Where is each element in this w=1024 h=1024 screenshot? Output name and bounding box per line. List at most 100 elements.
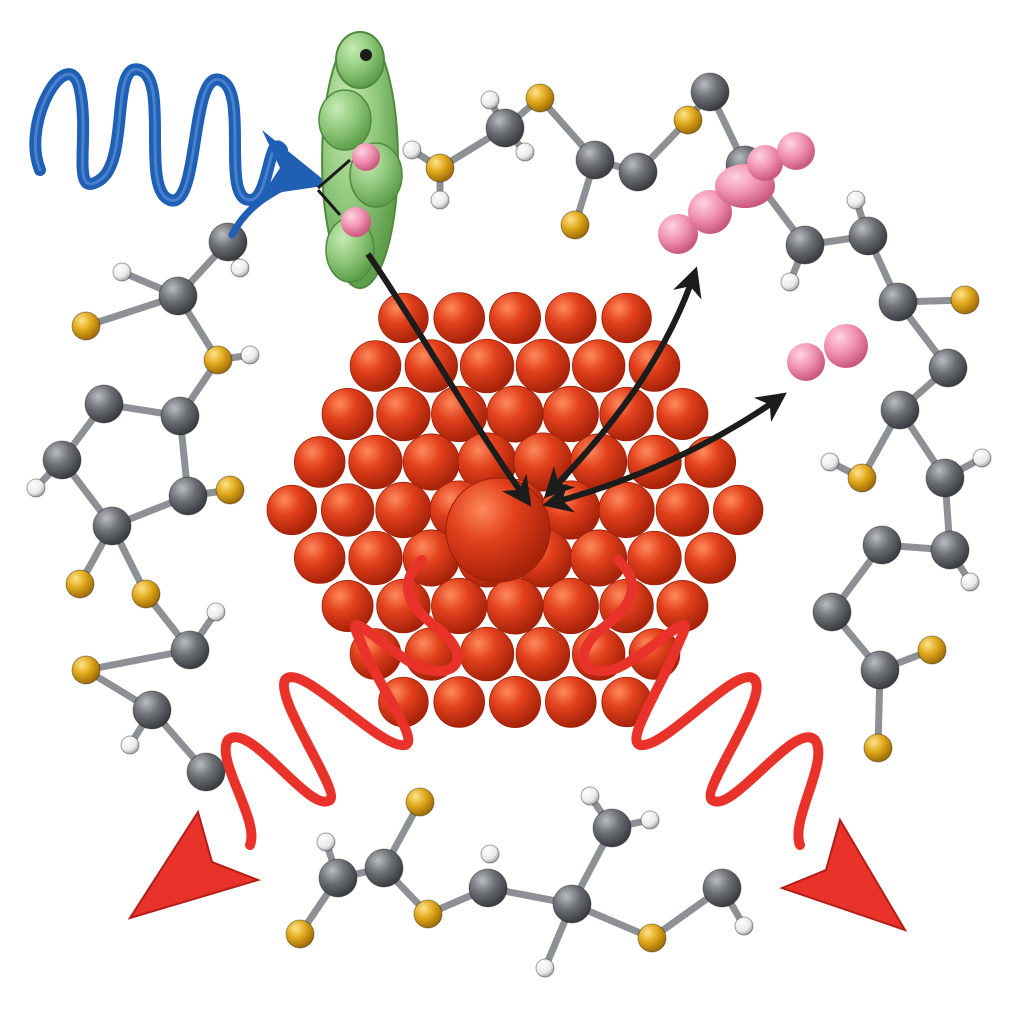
sulfur-atom bbox=[950, 285, 980, 315]
carbon-atom bbox=[848, 216, 888, 256]
carbon-atom bbox=[702, 868, 742, 908]
nanoparticle-atom bbox=[601, 292, 652, 344]
sulfur-atom bbox=[285, 919, 315, 949]
hydrogen-atom bbox=[120, 735, 140, 755]
nanoparticle-atom bbox=[433, 676, 485, 728]
nanoparticle-atom bbox=[486, 577, 544, 635]
nanoparticle-atom bbox=[655, 483, 710, 537]
sulfur-atom bbox=[413, 899, 443, 929]
hydrogen-atom bbox=[580, 786, 600, 806]
emitted-arrowhead-left bbox=[127, 809, 262, 920]
nanoparticle-atom bbox=[515, 338, 571, 394]
nanoparticle-atom bbox=[542, 385, 599, 443]
carbon-atom bbox=[208, 222, 248, 262]
incident-wave-coil-highlight bbox=[33, 67, 284, 202]
acceptor-sphere bbox=[658, 214, 698, 254]
carbon-atom bbox=[84, 384, 124, 424]
acceptor-sphere bbox=[787, 343, 825, 381]
nanoparticle-atom bbox=[489, 292, 541, 344]
carbon-atom bbox=[42, 440, 82, 480]
pink-acceptor-molecules bbox=[658, 132, 868, 381]
nanoparticle-atom bbox=[599, 386, 654, 442]
hydrogen-atom bbox=[960, 572, 980, 592]
carbon-atom bbox=[158, 276, 198, 316]
hydrogen-atom bbox=[402, 140, 422, 160]
nanoparticle-atom bbox=[598, 481, 655, 539]
nanoparticle-atom bbox=[713, 484, 764, 536]
hydrogen-atom bbox=[430, 190, 450, 210]
hydrogen-atom bbox=[316, 832, 336, 852]
hydrogen-atom bbox=[846, 190, 866, 210]
carbon-atom bbox=[168, 476, 208, 516]
hydrogen-atom bbox=[515, 142, 535, 162]
sulfur-atom bbox=[560, 210, 590, 240]
emitted-wave-right bbox=[578, 555, 824, 850]
carbon-atom bbox=[925, 458, 965, 498]
nanoparticle-atom bbox=[293, 436, 346, 488]
arrow-dye-to-core bbox=[365, 252, 532, 507]
sulfur-atom bbox=[71, 655, 101, 685]
nanoparticle-atom bbox=[433, 292, 485, 344]
nanoparticle-atom bbox=[545, 676, 597, 728]
carbon-atom bbox=[860, 650, 900, 690]
carbon-atom bbox=[552, 884, 592, 924]
nanoparticle-atom bbox=[376, 386, 431, 442]
nanoparticle-atom bbox=[320, 483, 375, 537]
carbon-atom bbox=[186, 752, 226, 792]
nanoparticle-atom bbox=[348, 530, 403, 586]
carbon-atom bbox=[160, 396, 200, 436]
emitted-arrowhead-right bbox=[779, 817, 908, 932]
carbon-atom bbox=[132, 690, 172, 730]
energy-transfer-arrows bbox=[365, 252, 787, 513]
dye-spot bbox=[341, 207, 371, 237]
dye-lobe bbox=[318, 89, 372, 151]
carbon-atom bbox=[878, 282, 918, 322]
carbon-atom bbox=[92, 506, 132, 546]
carbon-atom bbox=[170, 630, 210, 670]
nanoparticle-central-atom bbox=[445, 477, 551, 583]
carbon-atom bbox=[812, 592, 852, 632]
carbon-atom bbox=[785, 225, 825, 265]
hydrogen-atom bbox=[734, 916, 754, 936]
dye-eye bbox=[360, 49, 372, 61]
hydrogen-atom bbox=[780, 272, 800, 292]
nanoparticle-atom bbox=[489, 676, 541, 728]
sulfur-atom bbox=[673, 105, 703, 135]
hydrogen-atom bbox=[820, 452, 840, 472]
sulfur-atom bbox=[425, 153, 455, 183]
sulfur-atom bbox=[131, 579, 161, 609]
sulfur-atom bbox=[863, 733, 893, 763]
nanoparticle-atom bbox=[542, 577, 599, 635]
hydrogen-atom bbox=[26, 478, 46, 498]
dye-lobe bbox=[335, 31, 385, 89]
arrow-core-to-acceptor-right bbox=[542, 392, 787, 513]
carbon-atom bbox=[930, 530, 970, 570]
sulfur-atom bbox=[405, 787, 435, 817]
hydrogen-atom bbox=[206, 602, 226, 622]
nanoparticle-atom bbox=[459, 626, 515, 682]
hydrogen-atom bbox=[240, 345, 260, 365]
dye-spot bbox=[352, 143, 380, 171]
nanoparticle-atom bbox=[376, 578, 431, 634]
carbon-atom bbox=[690, 72, 730, 112]
hydrogen-atom bbox=[480, 90, 500, 110]
nanoparticle-atom bbox=[459, 338, 515, 394]
carbon-atom bbox=[592, 808, 632, 848]
incident-light-wave bbox=[29, 63, 330, 239]
acceptor-sphere bbox=[824, 324, 868, 368]
nanoparticle-atom bbox=[321, 580, 374, 632]
carbon-atom bbox=[928, 348, 968, 388]
carbon-atom bbox=[618, 152, 658, 192]
nanoparticle-atom bbox=[375, 481, 432, 539]
sulfur-atom bbox=[637, 923, 667, 953]
nanoparticle-atom bbox=[684, 532, 737, 584]
sulfur-atom bbox=[917, 635, 947, 665]
carbon-atom bbox=[364, 848, 404, 888]
dye-linker bbox=[316, 158, 351, 216]
incident-wave-arrowhead bbox=[262, 130, 330, 195]
acceptor-sphere bbox=[747, 145, 783, 181]
sulfur-atom bbox=[71, 311, 101, 341]
sulfur-atom bbox=[847, 463, 877, 493]
sulfur-atom bbox=[215, 475, 245, 505]
